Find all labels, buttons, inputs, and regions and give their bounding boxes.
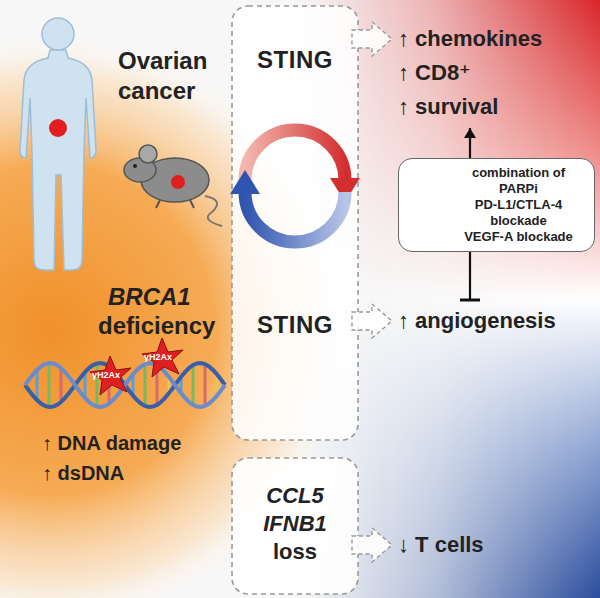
node-text: ↑ angiogenesis [398,306,556,336]
node-text: loss [232,538,358,566]
title-text: Ovarian cancer [118,46,228,106]
node-text: PARPi [449,181,588,197]
combination-box: combination ofPARPiPD-L1/CTLA-4 blockade… [398,158,595,252]
hollow-arrow [352,528,392,562]
outcome-text: ↓ T cells [398,530,484,560]
connector [464,128,476,158]
effect-text: ↑ DNA damage [42,432,181,455]
base-pair [192,365,195,405]
cycle-arrows [230,130,360,242]
inhibition-bar [460,299,480,302]
hollow-arrow [352,304,392,338]
base-pair [96,363,99,406]
node-text: PD-L1/CTLA-4 blockade [449,197,588,229]
node-text: ↑ survival [398,90,542,124]
base-pair [48,363,51,407]
base-pair [204,364,207,406]
node-text: ↑ chemokines [398,22,542,56]
hollow-arrow [352,22,392,56]
outcome-group: ↑ chemokines↑ CD8⁺↑ survival [398,22,542,124]
gene-name: BRCA1 [108,283,191,311]
connector [352,22,392,56]
sting-box-outline [232,6,358,440]
connector [352,304,392,338]
connector [352,528,392,562]
node-text: ↓ T cells [398,530,484,560]
connector [460,252,480,300]
sting-box: STING STING [232,6,358,440]
base-pair [144,364,147,406]
star-label: γH2Ax [144,352,172,362]
base-pair [36,370,39,400]
base-pair [60,368,63,402]
node-text: ↑ CD8⁺ [398,56,542,90]
label-text: deficiency [98,312,215,340]
node-text: CCL5 IFNB1 [255,482,335,538]
tumor-dot [49,119,67,137]
connector-line [469,252,471,300]
damage-star [90,356,131,395]
mouse-icon [124,145,222,226]
outcome-text: ↑ angiogenesis [398,306,556,336]
node-text: STING [232,311,358,339]
loss-box-outline [232,458,358,594]
node-text: combination of [449,165,588,181]
effect-text: ↑ dsDNA [42,462,124,485]
human-figure [20,18,96,270]
star-label: γH2Ax [92,370,120,380]
node-text: VEGF-A blockade [449,229,588,245]
arrowhead [464,128,476,138]
node-text: STING [232,46,358,74]
damage-star [142,338,183,377]
loss-box: CCL5 IFNB1loss [232,458,358,594]
